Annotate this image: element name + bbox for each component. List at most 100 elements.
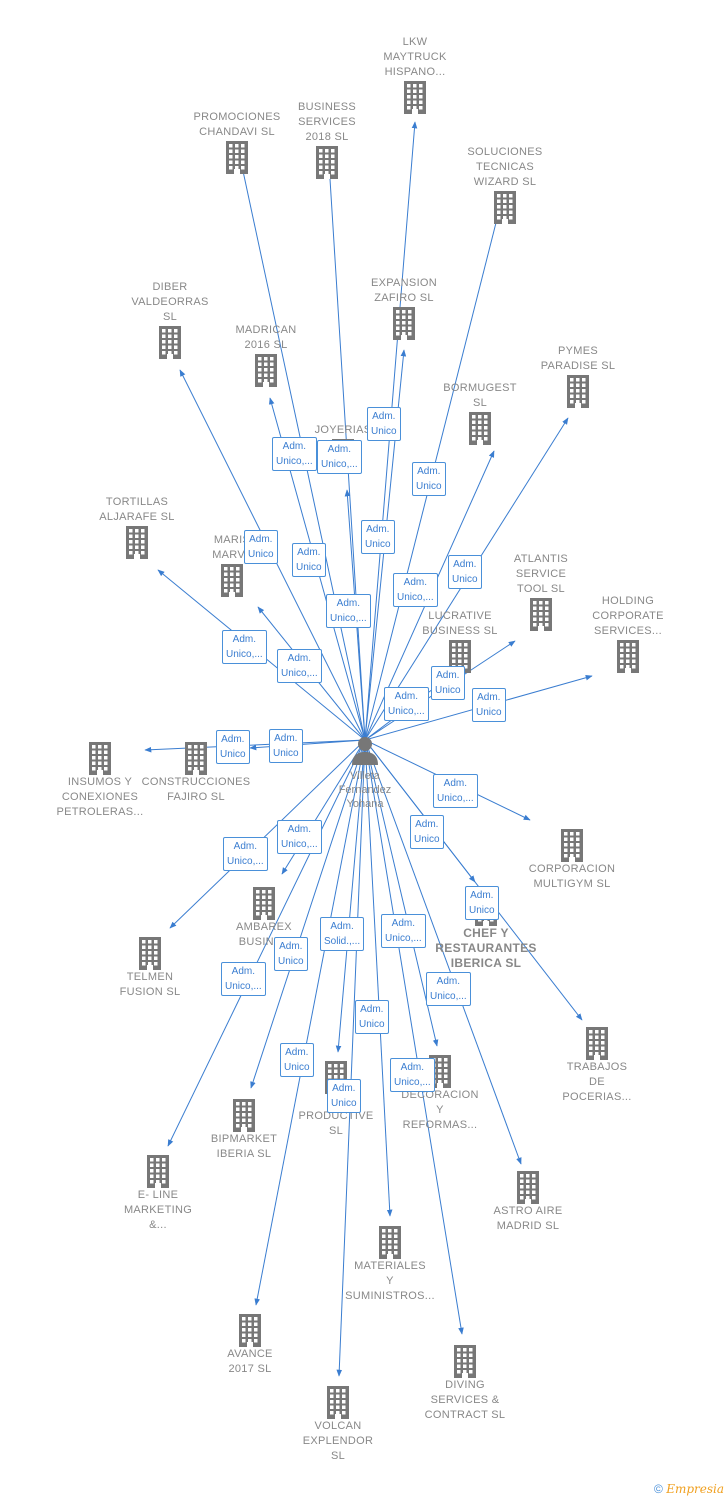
relation-badge-insumos[interactable]: Adm. Unico <box>216 730 250 764</box>
company-name: JOYERIAS <box>314 424 372 436</box>
edge-eline <box>167 739 366 1147</box>
center-person-node[interactable]: Villeta Fernandez Yohana <box>305 735 425 811</box>
edge-telmen <box>169 739 366 929</box>
building-icon <box>327 1386 349 1419</box>
company-node-volcan[interactable]: VOLCAN EXPLENDOR SL <box>278 1385 398 1464</box>
relation-badge-diber[interactable]: Adm. Unico <box>244 530 278 564</box>
relation-badge-lkw[interactable]: Adm. Unico <box>367 407 401 441</box>
company-node-lucrative[interactable]: LUCRATIVE BUSINESS SL <box>400 609 520 673</box>
relation-badge-avance[interactable]: Adm. Unico <box>280 1043 314 1077</box>
company-node-diber[interactable]: DIBER VALDEORRAS SL <box>110 280 230 359</box>
building-icon <box>494 191 516 224</box>
company-name: PYMES PARADISE SL <box>540 345 616 372</box>
building-icon <box>221 564 243 597</box>
relation-badge-lp[interactable]: Adm. Solid.,... <box>320 917 365 951</box>
building-icon <box>469 412 491 445</box>
company-name: TORTILLAS ALJARAFE SL <box>99 496 175 523</box>
company-node-lkw[interactable]: LKW MAYTRUCK HISPANO... <box>355 35 475 114</box>
relation-badge-bormugest[interactable]: Adm. Unico,... <box>393 573 438 607</box>
company-node-materiales[interactable]: MATERIALES Y SUMINISTROS... <box>330 1225 450 1304</box>
company-name: BIPMARKET IBERIA SL <box>210 1133 278 1160</box>
company-node-construcciones[interactable]: CONSTRUCCIONES FAJIRO SL <box>136 741 256 805</box>
edge-materiales <box>364 739 393 1217</box>
relation-badge-trabajos[interactable]: Adm. Unico <box>465 886 499 920</box>
relation-badge-bipmarket[interactable]: Adm. Unico <box>274 937 308 971</box>
edge-trabajos <box>364 739 583 1021</box>
building-icon <box>617 640 639 673</box>
company-node-bipmarket[interactable]: BIPMARKET IBERIA SL <box>184 1098 304 1162</box>
building-icon <box>255 354 277 387</box>
company-node-expansion[interactable]: EXPANSION ZAFIRO SL <box>344 276 464 340</box>
building-icon <box>586 1027 608 1060</box>
company-name: ATLANTIS SERVICE TOOL SL <box>513 553 569 595</box>
edge-diving <box>364 739 464 1335</box>
company-name: CORPORACION MULTIGYM SL <box>528 863 616 890</box>
edge-lp <box>335 739 366 1053</box>
company-node-madrican[interactable]: MADRICAN 2016 SL <box>206 323 326 387</box>
relation-badge-holding[interactable]: Adm. Unico <box>472 688 506 722</box>
relation-badge-materiales[interactable]: Adm. Unico <box>355 1000 389 1034</box>
company-name: TRABAJOS DE POCERIAS... <box>562 1061 632 1103</box>
company-node-astro[interactable]: ASTRO AIRE MADRID SL <box>468 1170 588 1234</box>
brand-logo: Empresia <box>666 1482 724 1496</box>
company-node-business[interactable]: BUSINESS SERVICES 2018 SL <box>267 100 387 179</box>
company-name: BUSINESS SERVICES 2018 SL <box>297 101 357 143</box>
building-icon <box>147 1155 169 1188</box>
company-node-holding[interactable]: HOLDING CORPORATE SERVICES... <box>568 594 688 673</box>
center-person-name: Villeta Fernandez Yohana <box>338 770 392 810</box>
edge-avance <box>254 739 366 1306</box>
relation-badge-volcan[interactable]: Adm. Unico <box>327 1079 361 1113</box>
relation-badge-pymes[interactable]: Adm. Unico <box>448 555 482 589</box>
relation-badge-decoracion[interactable]: Adm. Unico,... <box>381 914 426 948</box>
relation-badge-atlantis[interactable]: Adm. Unico <box>431 666 465 700</box>
company-name: EXPANSION ZAFIRO SL <box>370 277 438 304</box>
company-node-bormugest[interactable]: BORMUGEST SL <box>420 381 540 445</box>
relation-badge-lucrative[interactable]: Adm. Unico,... <box>384 687 429 721</box>
building-icon <box>226 141 248 174</box>
company-node-atlantis[interactable]: ATLANTIS SERVICE TOOL SL <box>481 552 601 631</box>
company-node-maris[interactable]: MARIS MARVA <box>172 533 292 597</box>
company-node-soluciones[interactable]: SOLUCIONES TECNICAS WIZARD SL <box>445 145 565 224</box>
building-icon <box>530 598 552 631</box>
company-name: CONSTRUCCIONES FAJIRO SL <box>141 776 251 803</box>
company-node-insumos[interactable]: INSUMOS Y CONEXIONES PETROLERAS... <box>40 741 160 820</box>
company-node-trabajos[interactable]: TRABAJOS DE POCERIAS... <box>537 1026 657 1105</box>
company-name: AVANCE 2017 SL <box>227 1348 273 1375</box>
company-node-diving[interactable]: DIVING SERVICES & CONTRACT SL <box>405 1344 525 1423</box>
relation-badge-diving[interactable]: Adm. Unico,... <box>390 1058 435 1092</box>
edge-decoracion <box>364 739 439 1047</box>
relation-badge-maris[interactable]: Adm. Unico,... <box>277 649 322 683</box>
building-icon <box>379 1226 401 1259</box>
relation-badge-soluciones[interactable]: Adm. Unico <box>412 462 446 496</box>
relation-badge-chef[interactable]: Adm. Unico <box>410 815 444 849</box>
company-node-pymes[interactable]: PYMES PARADISE SL <box>518 344 638 408</box>
company-name: VOLCAN EXPLENDOR SL <box>302 1420 374 1462</box>
building-icon <box>239 1314 261 1347</box>
company-node-promociones[interactable]: PROMOCIONES CHANDAVI SL <box>177 110 297 174</box>
company-name: TELMEN FUSION SL <box>119 971 181 998</box>
building-icon <box>404 81 426 114</box>
relation-badge-telmen[interactable]: Adm. Unico,... <box>223 837 268 871</box>
relation-badge-construcciones[interactable]: Adm. Unico <box>269 729 303 763</box>
person-icon <box>352 737 378 765</box>
edge-volcan <box>336 739 366 1377</box>
company-node-eline[interactable]: E- LINE MARKETING &... <box>98 1154 218 1233</box>
company-name: HOLDING CORPORATE SERVICES... <box>592 595 664 637</box>
relation-badge-corporacion[interactable]: Adm. Unico,... <box>433 774 478 808</box>
relation-badge-joyerias[interactable]: Adm. Unico,... <box>326 594 371 628</box>
footer-brand: © Empresia <box>654 1482 724 1496</box>
relation-badge-madrican[interactable]: Adm. Unico <box>292 543 326 577</box>
company-node-tortillas[interactable]: TORTILLAS ALJARAFE SL <box>77 495 197 559</box>
relation-badge-promociones[interactable]: Adm. Unico,... <box>272 437 317 471</box>
company-node-avance[interactable]: AVANCE 2017 SL <box>190 1313 310 1377</box>
edge-bipmarket <box>250 739 366 1089</box>
relation-badge-expansion[interactable]: Adm. Unico <box>361 520 395 554</box>
relation-badge-ambarex[interactable]: Adm. Unico,... <box>277 820 322 854</box>
company-name: PROMOCIONES CHANDAVI SL <box>193 111 281 138</box>
company-node-corporacion[interactable]: CORPORACION MULTIGYM SL <box>512 828 632 892</box>
relation-badge-business[interactable]: Adm. Unico,... <box>317 440 362 474</box>
relation-badge-astro[interactable]: Adm. Unico,... <box>426 972 471 1006</box>
company-node-telmen[interactable]: TELMEN FUSION SL <box>90 936 210 1000</box>
relation-badge-eline[interactable]: Adm. Unico,... <box>221 962 266 996</box>
relation-badge-tortillas[interactable]: Adm. Unico,... <box>222 630 267 664</box>
